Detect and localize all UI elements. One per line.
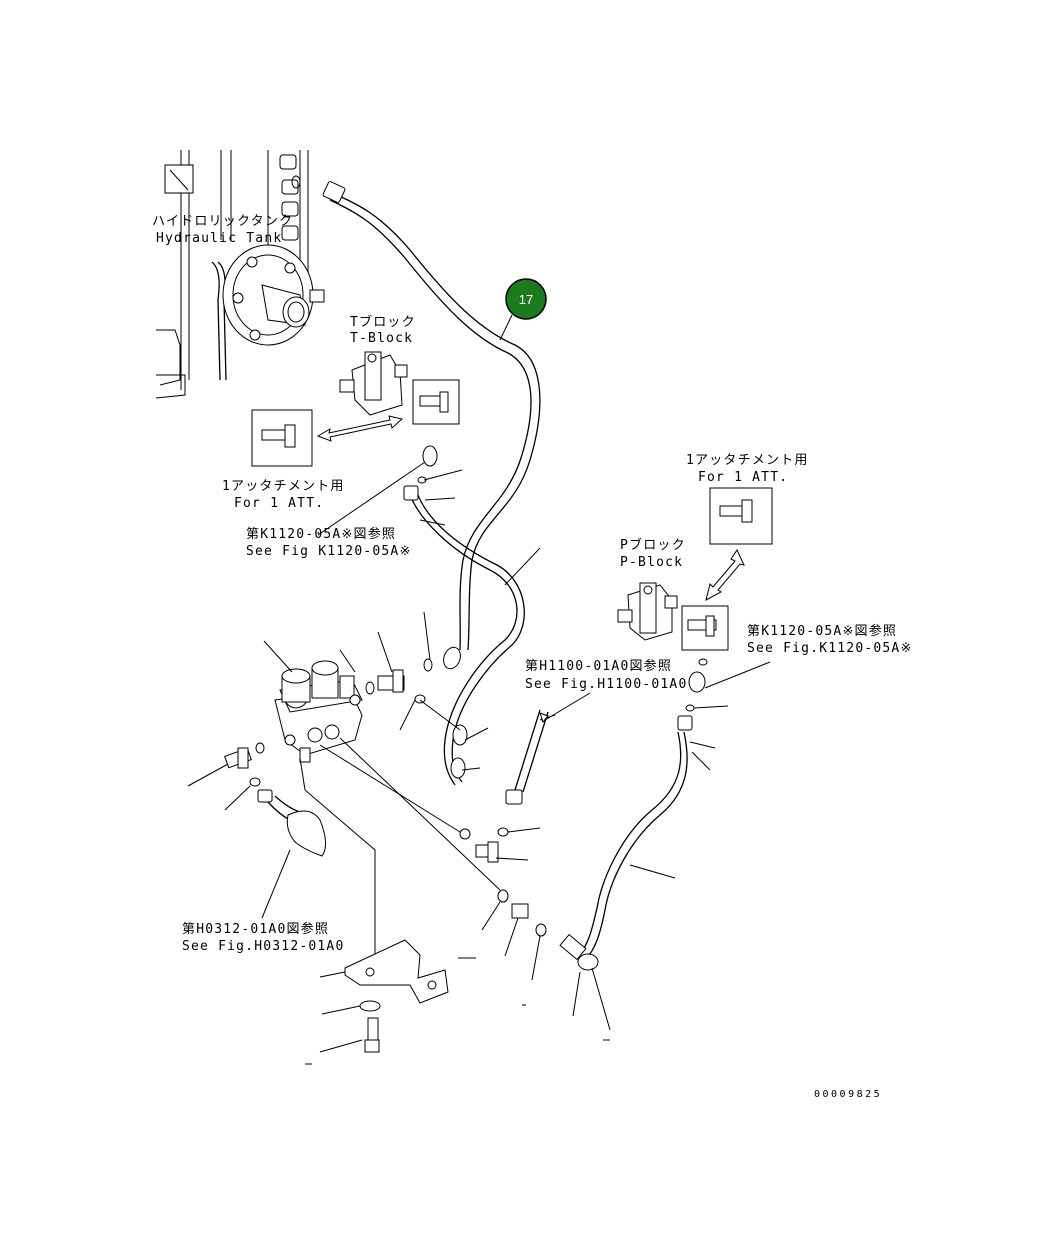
t-block-jp-label: Tブロック bbox=[350, 314, 416, 330]
p-block-fitting-icon bbox=[687, 615, 717, 637]
for-1att-right-en-label: For 1 ATT. bbox=[698, 470, 788, 485]
hydraulic-tank-en-label: Hydraulic Tank bbox=[156, 231, 282, 246]
see-k1120-right-en-label: See Fig.K1120-05A※ bbox=[747, 641, 913, 656]
for-1att-right-jp-label: 1アッタチメント用 bbox=[686, 453, 809, 468]
see-h0312-en-label: See Fig.H0312-01A0 bbox=[182, 939, 344, 954]
p-block-jp-label: Pブロック bbox=[620, 537, 686, 553]
t-block-fitting-icon bbox=[419, 391, 449, 413]
middle-lower-fittings bbox=[458, 827, 547, 1006]
p-block-return-hose bbox=[559, 704, 729, 1041]
1att-fitting-icon-left bbox=[261, 424, 296, 448]
double-arrow-left bbox=[316, 415, 404, 442]
p-block bbox=[617, 582, 678, 641]
drawing-number: 00009825 bbox=[814, 1089, 882, 1100]
1att-fitting-icon-right bbox=[719, 499, 753, 523]
see-h0312-jp-label: 第H0312-01A0図参照 bbox=[182, 921, 329, 937]
t-block bbox=[339, 351, 408, 416]
h1100-hose-section bbox=[505, 692, 591, 805]
leader-k1120-left bbox=[317, 461, 426, 536]
for-1att-left-en-label: For 1 ATT. bbox=[234, 496, 324, 511]
leader-k1120-right bbox=[704, 661, 771, 689]
suction-hose-cover bbox=[257, 789, 326, 919]
main-return-hose bbox=[322, 181, 541, 670]
see-k1120-left-jp-label: 第K1120-05A※図参照 bbox=[246, 526, 396, 542]
valve-left-fittings bbox=[187, 742, 265, 811]
t-block-en-label: T-Block bbox=[350, 331, 413, 346]
valve-right-fittings bbox=[365, 611, 461, 731]
t-block-branch-hose bbox=[403, 485, 541, 786]
see-h1100-en-label: See Fig.H1100-01A0 bbox=[525, 677, 687, 692]
double-arrow-right bbox=[705, 548, 745, 601]
see-k1120-left-en-label: See Fig K1120-05A※ bbox=[246, 544, 412, 559]
see-h1100-jp-label: 第H1100-01A0図参照 bbox=[525, 658, 672, 674]
mounting-bracket bbox=[319, 939, 449, 1004]
bolt-and-washer bbox=[305, 1000, 381, 1065]
p-block-en-label: P-Block bbox=[620, 555, 683, 570]
see-k1120-right-jp-label: 第K1120-05A※図参照 bbox=[747, 623, 897, 639]
hydraulic-tank bbox=[155, 150, 325, 399]
for-1att-left-jp-label: 1アッタチメント用 bbox=[222, 479, 345, 494]
part-callout-number: 17 bbox=[519, 292, 533, 307]
hydraulic-tank-jp-label: ハイドロリックタンク bbox=[152, 214, 293, 229]
part-callout-17[interactable]: 17 bbox=[499, 278, 547, 341]
